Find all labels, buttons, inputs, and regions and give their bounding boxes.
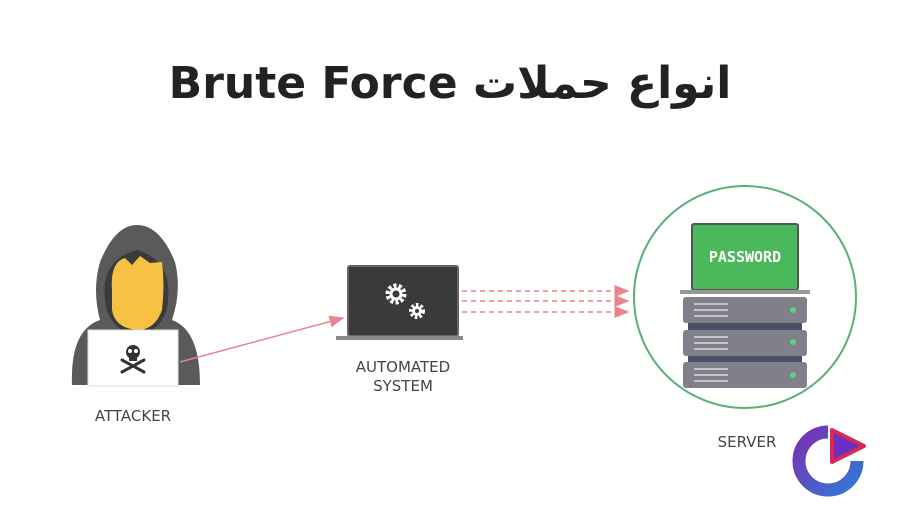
password-screen-text: PASSWORD [709,248,781,266]
skull-icon [120,345,146,374]
brand-logo-icon [792,425,866,497]
page-title: انواع حملات Brute Force [168,58,732,109]
attack-arrow [179,315,345,363]
attacker-label: ATTACKER [95,407,171,425]
attacker-icon [71,225,200,387]
automated-label-line1: AUTOMATED [356,358,450,376]
server-circle [633,185,857,409]
automated-label-line2: SYSTEM [373,377,433,395]
automated-laptop-icon [336,265,463,340]
dashed-attempt-arrows [462,285,630,318]
server-label: SERVER [718,433,777,451]
gears-icon [385,283,425,319]
server-icon [680,223,810,388]
